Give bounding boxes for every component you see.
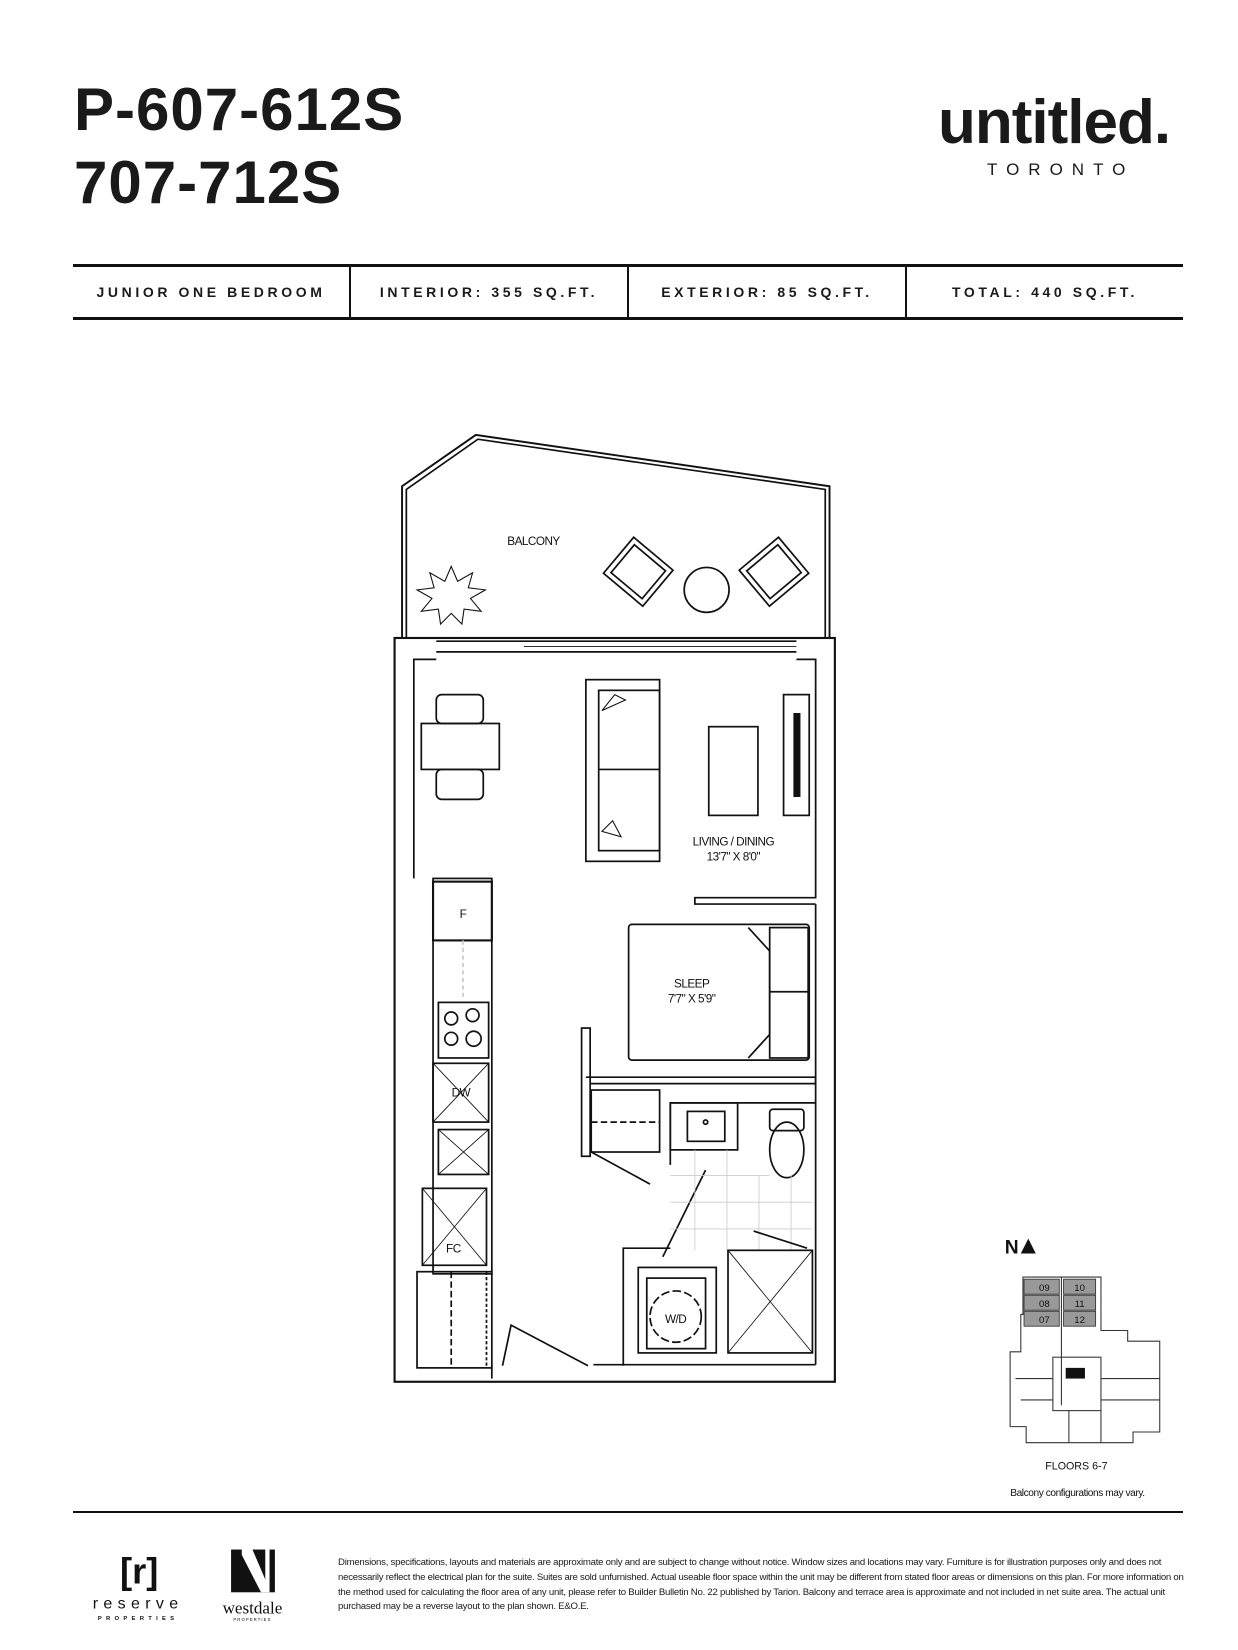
vanity (669, 1101, 739, 1151)
lounge-chair (737, 536, 810, 608)
key-floors: FLOORS 6-7 (1045, 1460, 1107, 1472)
label-balcony: BALCONY (507, 535, 560, 548)
lounge-chair (602, 536, 675, 608)
key-plan: N 09 10 08 11 07 12 FLOORS 6-7 Balcony c… (1005, 1238, 1161, 1499)
entry-door (501, 1323, 589, 1367)
bed (627, 923, 811, 1061)
laundry-closet (637, 1266, 718, 1354)
dining-chair (435, 693, 485, 725)
key-unit: 11 (1075, 1299, 1085, 1310)
reserve-logo: [r] reserve PROPERTIES (93, 1551, 184, 1622)
label-dw: DW (452, 1086, 472, 1099)
front-closet (421, 1187, 488, 1267)
cooktop (437, 1001, 490, 1059)
north-label: N (1005, 1238, 1019, 1259)
label-wd: W/D (665, 1313, 686, 1326)
key-unit: 10 (1074, 1283, 1085, 1294)
washer-dryer (649, 1290, 703, 1344)
svg-text:[r]: [r] (120, 1551, 158, 1592)
shower (727, 1249, 814, 1354)
label-fc: FC (446, 1242, 462, 1255)
label-sleep: SLEEP (674, 977, 710, 990)
bathroom-door (662, 1169, 707, 1258)
footer-divider (73, 1511, 1183, 1513)
key-unit: 07 (1039, 1315, 1050, 1326)
dining-chair (435, 768, 485, 801)
plant-icon (415, 565, 488, 626)
label-living: LIVING / DINING (693, 835, 775, 848)
dining-table (420, 722, 501, 771)
key-unit: 08 (1039, 1299, 1050, 1310)
brand-city: TORONTO (987, 160, 1135, 179)
balcony-outline (401, 433, 831, 638)
storage-closet (416, 1270, 493, 1369)
brand-logo: untitled. (938, 88, 1171, 157)
tv-console (782, 693, 811, 817)
suite-type: JUNIOR ONE BEDROOM (96, 284, 326, 300)
unit-number-line-1: P-607-612S (74, 76, 405, 143)
sofa (585, 678, 661, 863)
unit-outer-wall (393, 636, 836, 1383)
interior-area: INTERIOR: 355 SQ.FT. (349, 267, 627, 317)
svg-text:westdale: westdale (223, 1599, 283, 1618)
key-unit: 12 (1074, 1315, 1085, 1326)
disclaimer: Dimensions, specifications, layouts and … (338, 1557, 1184, 1613)
label-living-dim: 13'7" X 8'0" (707, 850, 761, 863)
dishwasher (432, 1062, 490, 1123)
sink (686, 1110, 726, 1143)
side-table (683, 566, 730, 614)
key-note: Balcony configurations may vary. (1010, 1488, 1144, 1499)
building-outline (1009, 1276, 1161, 1444)
exterior-area: EXTERIOR: 85 SQ.FT. (627, 267, 905, 317)
linen-closet (590, 1089, 661, 1153)
closet-door (590, 1151, 651, 1185)
label-fridge: F (460, 908, 467, 921)
spec-bar: JUNIOR ONE BEDROOM INTERIOR: 355 SQ.FT. … (73, 264, 1183, 320)
westdale-logo: westdale PROPERTIES (223, 1549, 283, 1622)
north-arrow-icon (1020, 1238, 1036, 1254)
svg-text:reserve: reserve (93, 1594, 184, 1612)
coffee-table (707, 725, 759, 817)
toilet-tank (768, 1108, 805, 1132)
tv (793, 713, 801, 798)
label-sleep-dim: 7'7" X 5'9" (668, 992, 716, 1005)
svg-text:PROPERTIES: PROPERTIES (233, 1617, 271, 1622)
pillows (768, 926, 810, 1059)
total-area: TOTAL: 440 SQ.FT. (905, 267, 1183, 317)
unit-number-line-2: 707-712S (74, 149, 343, 216)
svg-text:PROPERTIES: PROPERTIES (98, 1616, 179, 1622)
kitchen-sink (437, 1128, 490, 1176)
key-unit: 09 (1039, 1283, 1050, 1294)
